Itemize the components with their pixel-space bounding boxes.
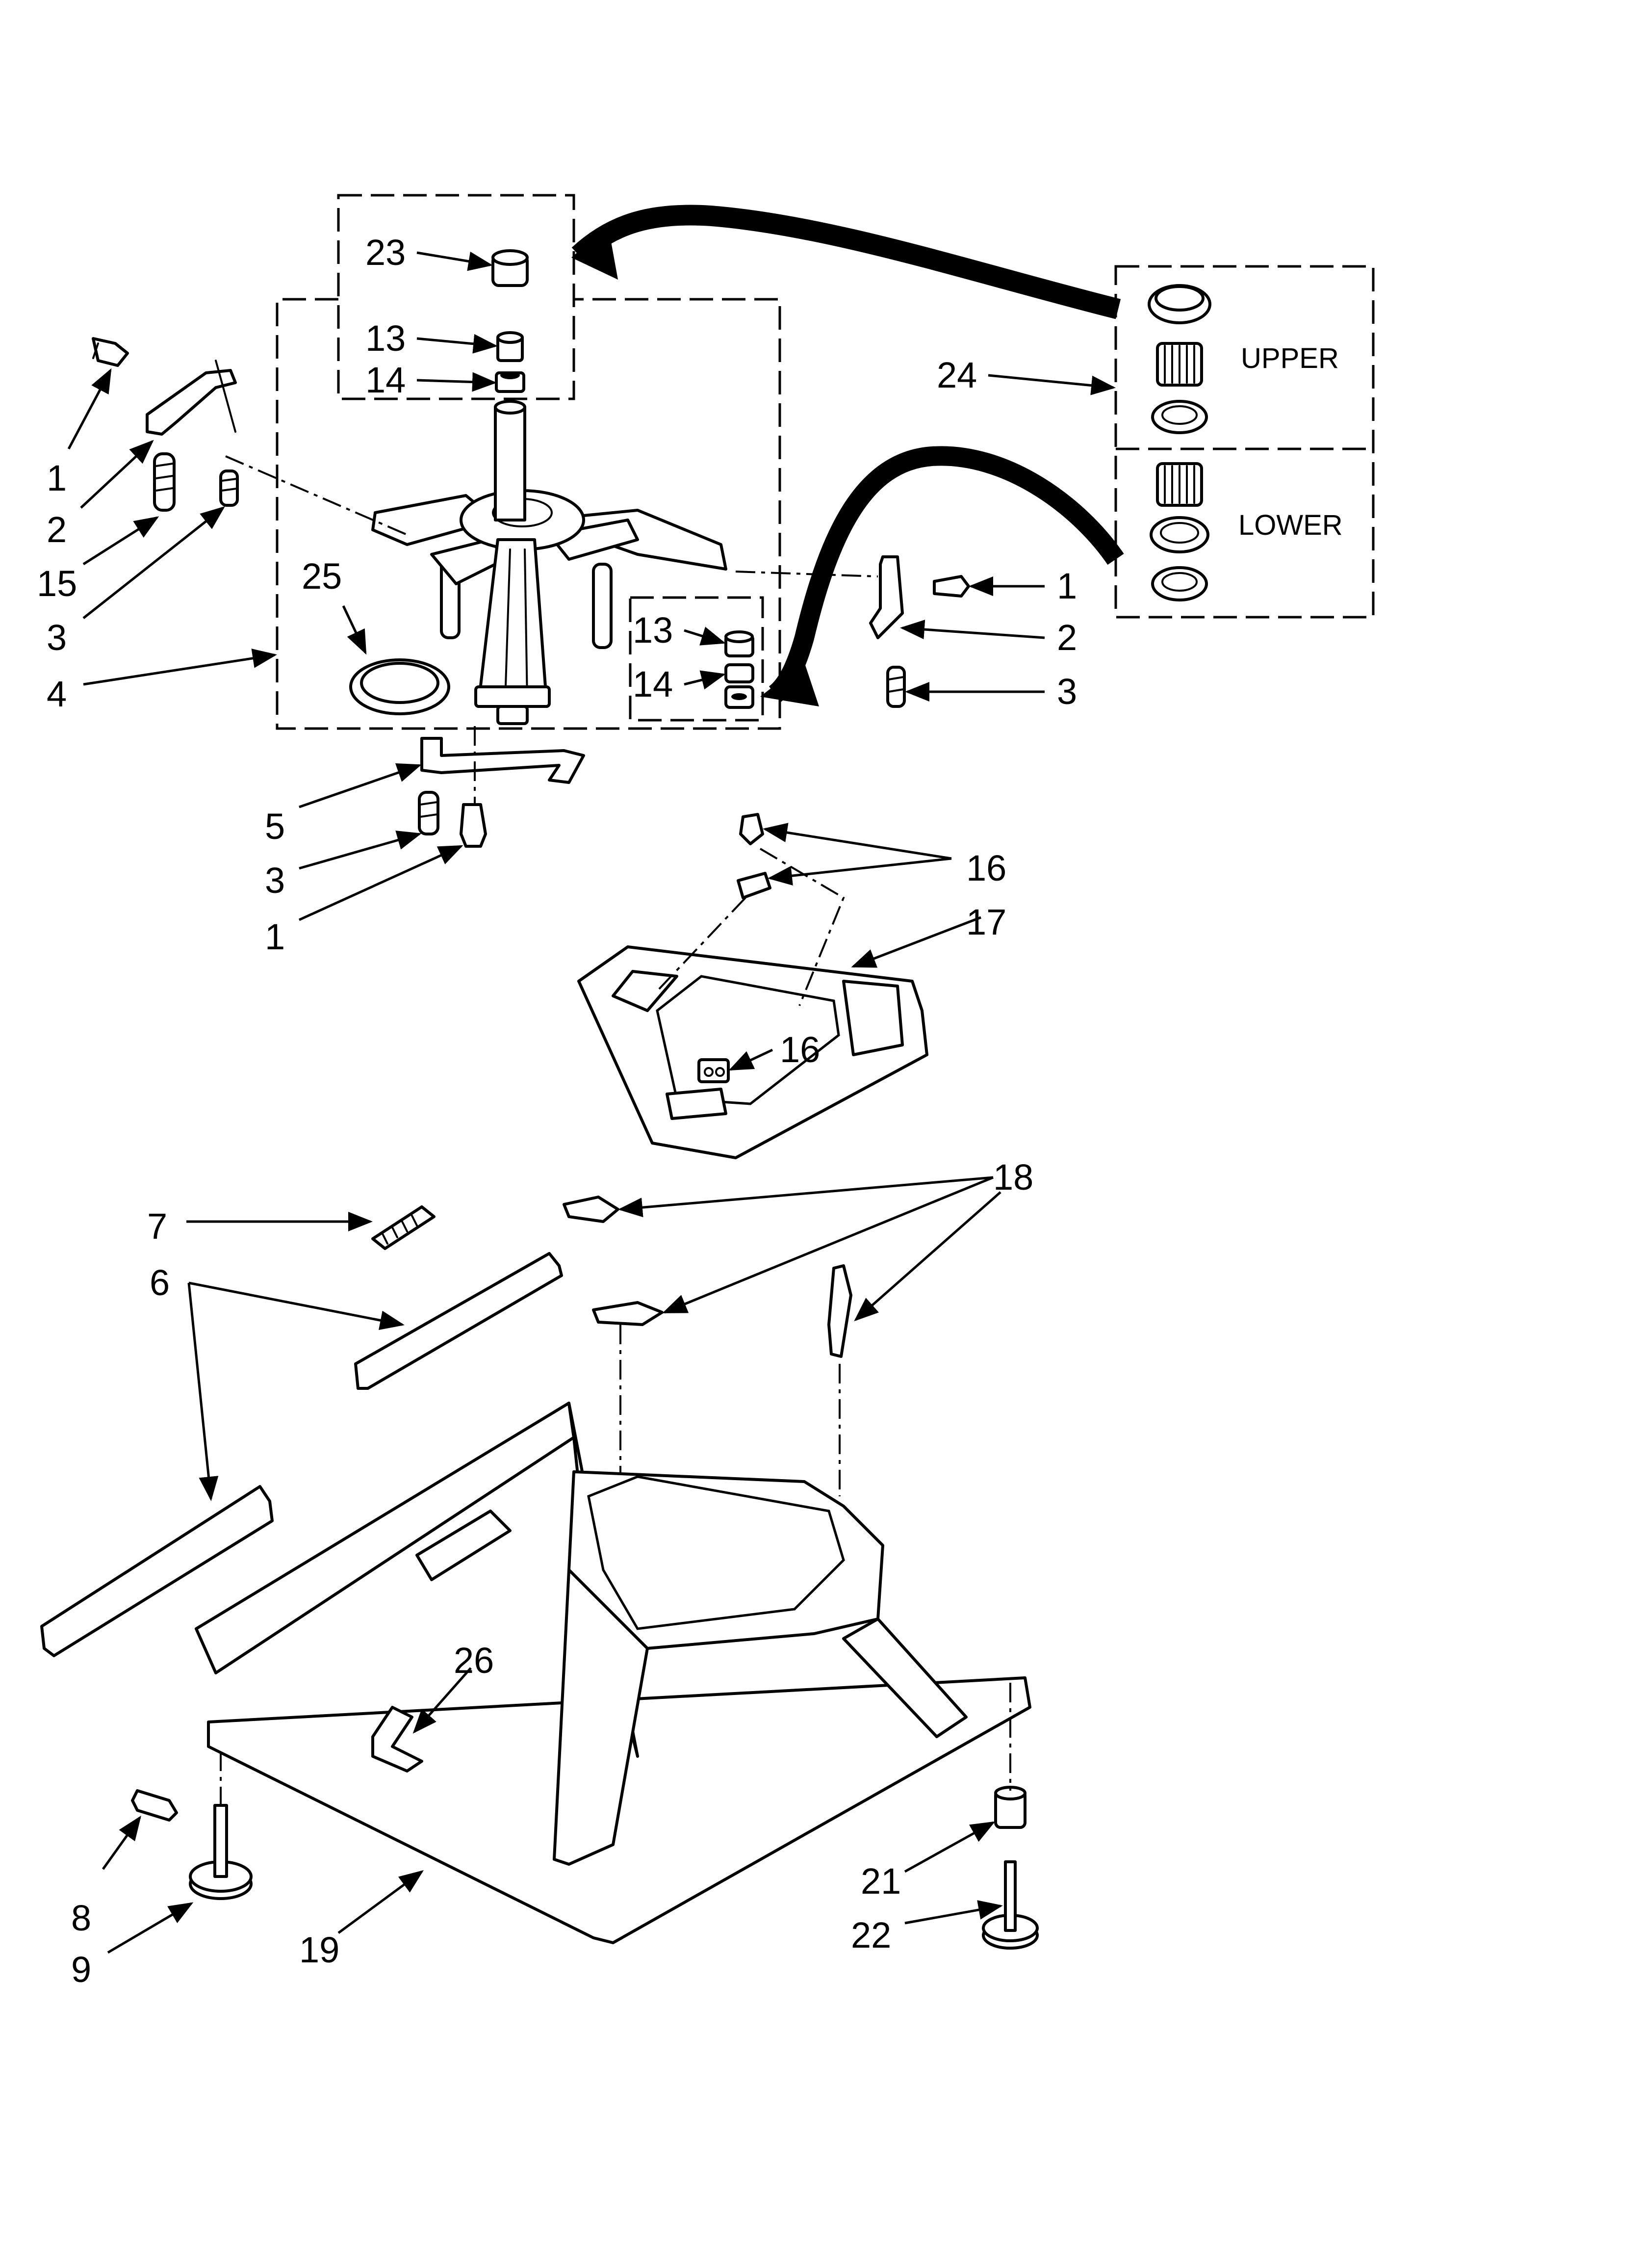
part-15-spring: [153, 452, 176, 512]
callout-1-lower: 1: [265, 916, 285, 957]
part-21-leg-nut: [994, 1786, 1026, 1829]
callout-8: 8: [71, 1898, 91, 1938]
kit-lower-washer-1: [1150, 516, 1209, 553]
callout-18: 18: [993, 1157, 1033, 1198]
part-13-lower-bearing: [724, 630, 754, 657]
callout-14-mid: 14: [633, 664, 673, 704]
callout-16-top: 16: [966, 848, 1006, 888]
callout-17: 17: [966, 902, 1006, 942]
callout-7: 7: [147, 1206, 167, 1247]
callout-13-mid: 13: [633, 610, 673, 651]
part-5-bracket: [420, 737, 585, 784]
part-2-bracket-left: [146, 360, 237, 436]
kit-lower-gear-bearing: [1156, 462, 1203, 507]
part-26-clip: [371, 1706, 423, 1773]
callout-24: 24: [937, 355, 977, 395]
part-14-upper-washer: [495, 371, 525, 393]
part-23-bearing-cap: [491, 249, 529, 287]
callout-26: 26: [454, 1640, 494, 1681]
part-13-upper-bearing: [496, 331, 524, 362]
kit-upper-gear-bearing: [1156, 342, 1203, 387]
part-7-spring: [371, 1205, 436, 1250]
part-22-leveling-foot: [982, 1683, 1039, 1950]
callout-2-right: 2: [1057, 617, 1077, 658]
callout-13-top: 13: [365, 318, 406, 359]
kit-label-upper: UPPER: [1241, 342, 1339, 374]
part-8-leg-pin: [131, 1789, 178, 1822]
kit-labels: UPPER LOWER: [1238, 342, 1343, 541]
callout-22: 22: [851, 1915, 891, 1955]
part-2-bracket-right: [735, 555, 904, 639]
part-18-pad-a: [563, 1196, 619, 1223]
callout-3-right: 3: [1057, 671, 1077, 712]
callout-21: 21: [861, 1861, 901, 1902]
kit-upper-seal: [1148, 284, 1211, 324]
upper-bearing-box: [337, 194, 575, 400]
callout-labels: 1 2 15 3 4 25 23 13 14 13 14 24 1 2 3 5 …: [37, 232, 1077, 1990]
part-16-pad-top: [739, 813, 764, 845]
part-6-rail-upper: [354, 1252, 563, 1390]
part-16-pad-mid: [737, 872, 771, 899]
lower-kit-curved-arrow: [760, 446, 1124, 706]
part-1-screw-left: [92, 337, 129, 367]
upper-kit-curved-arrow: [571, 205, 1121, 319]
part-17-frame: [577, 945, 928, 1159]
callout-6: 6: [150, 1262, 170, 1303]
callout-3-lower: 3: [265, 860, 285, 901]
kit-lower-washer-2: [1151, 566, 1208, 601]
callout-19: 19: [299, 1929, 339, 1970]
callout-1-right: 1: [1057, 566, 1077, 606]
callout-23: 23: [365, 232, 406, 273]
part-16-clip: [697, 1058, 730, 1083]
part-25-seal-ring: [349, 658, 450, 715]
callout-16-mid: 16: [780, 1029, 820, 1070]
part-14-lower-bearing: [724, 663, 754, 709]
callout-2-top-left: 2: [47, 509, 67, 550]
spider-suspension-assembly: [371, 400, 727, 725]
part-3-spring-left: [219, 469, 239, 507]
callout-5: 5: [265, 806, 285, 847]
callout-15: 15: [37, 563, 77, 604]
suspension-group-box: [276, 298, 781, 730]
kit-label-lower: LOWER: [1238, 509, 1343, 541]
leader-lines: [67, 251, 1116, 1954]
lower-bearing-box: [629, 596, 764, 722]
part-19-base-frame: [195, 1402, 1031, 1944]
callout-25: 25: [302, 556, 342, 597]
part-1-screw-right: [933, 575, 970, 598]
callout-14-top: 14: [365, 360, 406, 400]
part-9-leveling-foot: [189, 1751, 253, 1900]
part-18-pad-c: [827, 1264, 852, 1496]
bearing-kit-box: [1114, 265, 1375, 619]
part-6-rail-lower: [40, 1485, 274, 1657]
part-3-spring-lower: [418, 791, 439, 835]
callout-1-top-left: 1: [47, 458, 67, 498]
callout-9: 9: [71, 1949, 91, 1990]
part-3-spring-right: [886, 666, 906, 708]
callout-4: 4: [47, 674, 67, 714]
callout-3-top-left: 3: [47, 617, 67, 658]
kit-upper-washer: [1151, 400, 1208, 434]
part-1-screw-lower: [460, 726, 487, 848]
